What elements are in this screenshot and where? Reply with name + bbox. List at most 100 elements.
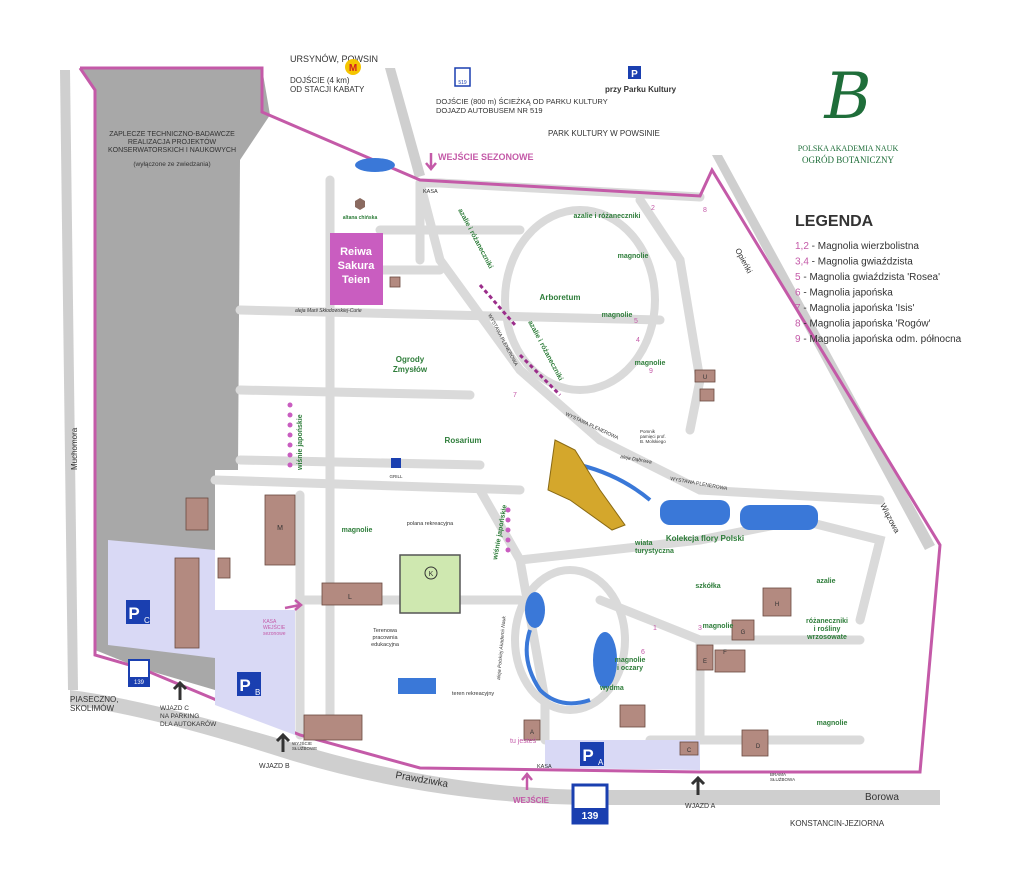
wisnie-1: wiśnie japońskie	[297, 414, 304, 471]
grill-sign	[391, 458, 401, 468]
wjazd-c-arrow	[172, 680, 188, 700]
technical-zone	[80, 68, 270, 690]
legend-item: 5 - Magnolia gwiaździsta 'Rosea'	[795, 272, 940, 283]
parking-a-sign	[580, 742, 604, 766]
azalea-dashes-2	[518, 353, 562, 397]
bld-a: A	[530, 730, 534, 736]
legend-item: 3,4 - Magnolia gwiaździsta	[795, 257, 913, 268]
magnolia-marker-6: 6	[641, 649, 645, 656]
parking-culture-label: przy Parku Kultury	[605, 85, 677, 94]
polana-label: polana rekreacyjna	[407, 521, 454, 527]
parking-b-p: P	[239, 676, 250, 695]
magnolia-marker-2: 2	[651, 205, 655, 212]
parking-b-letter: B	[255, 688, 260, 697]
legend-item-number: 5	[795, 272, 801, 283]
k-letter: K	[429, 571, 434, 578]
north-label: URSYNÓW, POWSIN	[290, 54, 378, 64]
bld-e: E	[703, 659, 707, 665]
bus-139-band-1	[129, 677, 149, 686]
magnolia-marker-5: 5	[634, 318, 638, 325]
legend-items: 1,2 - Magnolia wierzbolistna 3,4 - Magnol…	[795, 241, 962, 345]
tu-jestes: tu jesteś	[510, 738, 537, 745]
magnolia-marker-9: 9	[649, 368, 653, 375]
azalea-dashes-1	[478, 284, 517, 326]
wydma-label: wydma	[599, 685, 624, 692]
k-marker	[424, 566, 438, 580]
wjazd-b-label: WJAZD B	[259, 763, 290, 770]
road-prawdziwka	[70, 690, 940, 805]
street-wiazowa: Wiązowa	[878, 502, 901, 535]
legend-item-number: 1,2	[795, 241, 809, 252]
logo-line2: OGRÓD BOTANICZNY	[802, 155, 895, 165]
street-curie: aleja Marii Skłodowskiej-Curie	[295, 308, 362, 314]
wejscie-arrow	[521, 772, 533, 790]
bus-139-band-2	[573, 808, 607, 823]
kolekcja-label: Kolekcja flory Polski	[666, 534, 744, 543]
bus-139-number-2: 139	[582, 811, 599, 822]
road-north	[385, 68, 425, 178]
parking-c-p: P	[128, 604, 139, 623]
metro-note: DOJŚCIE (4 km)OD STACJI KABATY	[290, 76, 365, 94]
legend-item: 6 - Magnolia japońska	[795, 288, 893, 299]
sezonowe-label: WEJŚCIE SEZONOWE	[438, 151, 534, 162]
legend-item-text: - Magnolia gwiaździsta	[809, 257, 913, 268]
legend-item: 1,2 - Magnolia wierzbolistna	[795, 241, 919, 252]
legend-item-number: 9	[795, 334, 801, 345]
arboretum-loop	[501, 206, 659, 394]
road-muchomora	[60, 70, 78, 690]
street-dabrowa: aleja Dąbrowa	[620, 454, 653, 465]
magnolie-4: magnolie	[342, 527, 373, 534]
street-muchomora: Muchomora	[70, 427, 79, 470]
logo-line1: POLSKA AKADEMIA NAUK	[798, 144, 899, 153]
altana-label: altana chińska	[343, 215, 378, 221]
parking-a-area[interactable]	[545, 740, 700, 770]
lake-loop	[511, 566, 629, 714]
zaplecze-note: (wyłączone ze zwiedzania)	[133, 161, 210, 168]
kasa-south: KASA	[537, 764, 552, 770]
parking-culture-p: P	[631, 69, 638, 80]
bus-note-1: DOJŚCIE (800 m) ŚCIEŻKĄ OD PARKU KULTURY	[436, 97, 608, 106]
legend-item-number: 6	[795, 288, 801, 299]
buildings	[174, 276, 792, 757]
magnolie-1: magnolie	[618, 253, 649, 260]
szkolka-label: szkółka	[695, 583, 720, 590]
legend-item-text: - Magnolia japońska 'Isis'	[801, 303, 915, 314]
bus-note-2: DOJAZD AUTOBUSEM NR 519	[436, 106, 543, 115]
legend-item: 9 - Magnolia japońska odm. północna	[795, 334, 962, 345]
bld-l: L	[348, 594, 352, 601]
japanese-garden	[547, 439, 626, 531]
metro-icon	[345, 59, 361, 75]
street-pan: aleja Polskiej Akademii Nauk	[496, 615, 508, 680]
legend-title: LEGENDA	[795, 213, 874, 230]
magnolie-2: magnolie	[602, 312, 633, 319]
legend-item-text: - Magnolia wierzbolistna	[809, 241, 919, 252]
logo-mark: B	[823, 60, 871, 134]
bld-m: M	[277, 525, 283, 532]
piaseczno-label: PIASECZNO,SKOLIMÓW	[70, 695, 118, 713]
parking-a-letter: A	[598, 758, 604, 767]
reiwa-sakura-teien[interactable]	[330, 233, 383, 305]
magnolie-5: magnolie	[703, 623, 734, 630]
grill-label: GRILL	[389, 474, 403, 479]
garden-border	[78, 66, 942, 774]
azalie-diag-1: azalie i różaneczniki	[456, 208, 494, 270]
education-field	[399, 554, 461, 614]
parking-a-p: P	[582, 746, 593, 765]
sezonowe-arrow	[425, 153, 437, 171]
magnolie-3: magnolie	[635, 360, 666, 367]
magnolia-marker-1: 1	[653, 625, 657, 632]
wjazd-a-label: WJAZD A	[685, 803, 716, 810]
legend-item-text: - Magnolia japońska 'Rogów'	[801, 319, 931, 330]
kasa-north: KASA	[423, 189, 438, 195]
parking-culture-sign	[628, 66, 641, 79]
